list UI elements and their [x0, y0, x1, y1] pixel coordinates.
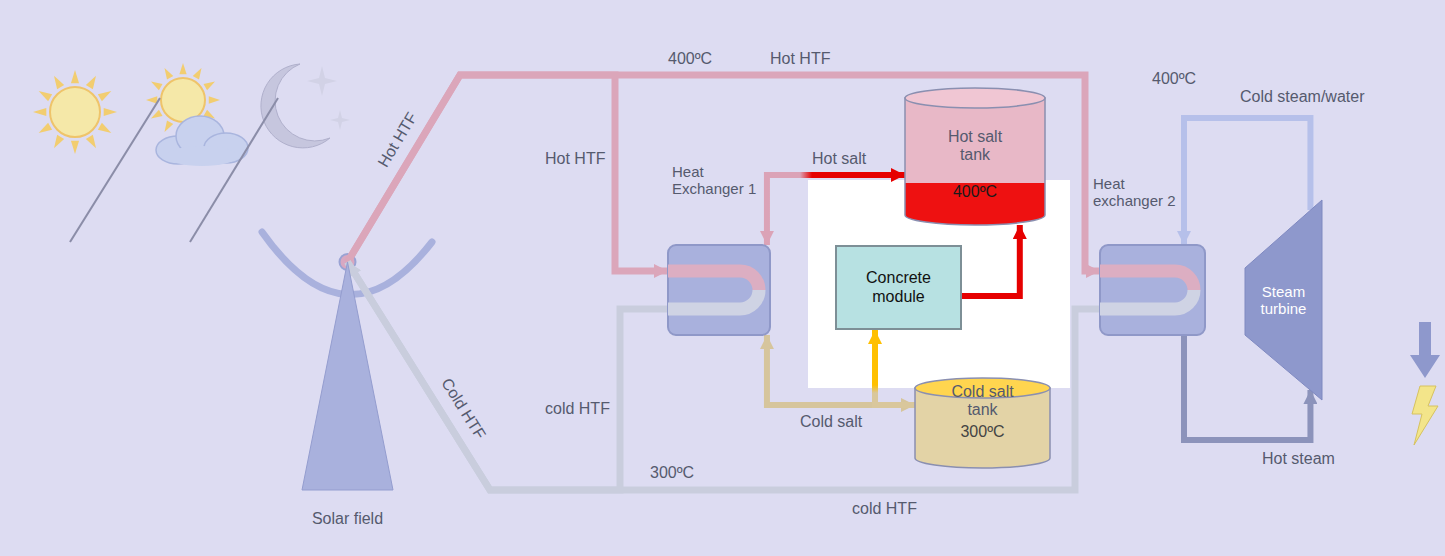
temperature-label: 400ºC [668, 50, 712, 68]
flow-label: Cold salt [800, 413, 862, 431]
sun-ray [33, 108, 46, 116]
flow-label-holder: cold HTF [852, 500, 917, 518]
label-holder: Hot HTF [398, 140, 458, 158]
cloud-icon [156, 116, 248, 166]
flow-label-holder: Hot HTF [770, 50, 830, 68]
node-label: Cold salt tank [949, 383, 1016, 420]
tank-top [905, 88, 1045, 108]
node-label: Heat exchanger 2 [1093, 175, 1179, 210]
flow-label: Hot HTF [770, 50, 830, 68]
flow-label: cold HTF [545, 400, 610, 418]
sun-ray [71, 141, 79, 154]
concrete-module: Concrete module [835, 245, 962, 330]
tank-body [905, 98, 1045, 225]
exchanger-body [668, 245, 770, 335]
sun-ray [209, 96, 220, 103]
flow-label: Hot HTF [375, 109, 422, 170]
heat-exchanger: Heat exchanger 2 [1100, 245, 1205, 335]
sun-ray [179, 63, 186, 74]
flow-label-holder: Cold steam/water [1240, 88, 1365, 106]
solar-field-tower-outline [300, 262, 395, 542]
pipe-connector [875, 330, 915, 405]
heat-exchanger-outline [668, 245, 770, 335]
lightning-bolt [1412, 386, 1438, 445]
temperature-label: 300ºC [650, 464, 694, 482]
steam-turbine: Steam turbine [1245, 200, 1322, 400]
label-holder: Cold HTF [463, 409, 531, 427]
pipe-connector [1184, 118, 1310, 245]
flow-label: Cold HTF [437, 375, 489, 443]
sun-ray [54, 76, 64, 90]
node-label: 400ºC [905, 183, 1045, 201]
sun-ray [165, 120, 174, 132]
hot-tube [668, 271, 759, 290]
node-label: 300ºC [915, 423, 1050, 441]
sun-ray [98, 123, 112, 133]
sun-ray [71, 70, 79, 83]
cold-tube [668, 290, 759, 309]
sun-ray [54, 135, 64, 149]
module-box [836, 246, 961, 329]
sun-ray [86, 76, 96, 90]
output-arrow [1410, 322, 1440, 378]
pipe-connector [348, 75, 669, 271]
exchanger-body [1100, 245, 1205, 335]
label-holder: 400ºC [1152, 70, 1196, 88]
heat-exchanger: Heat Exchanger 1 [668, 245, 770, 335]
sun-ray [39, 123, 53, 133]
sun-ray [104, 108, 117, 116]
flow-label: cold HTF [852, 500, 917, 518]
sun-ray [165, 68, 174, 80]
flow-label-holder: cold HTF [545, 400, 610, 418]
cold-salt-tank: Cold salt tank 300ºC [915, 378, 1050, 468]
pipe-connector [767, 335, 915, 405]
flow-label: Hot salt [812, 150, 866, 168]
node-label: Hot salt tank [940, 128, 1010, 165]
sun-ray [39, 91, 53, 101]
flow-label-holder: Hot HTF [545, 150, 605, 168]
sun-ray [151, 82, 163, 91]
star-icon [330, 110, 350, 130]
node-label: Solar field [300, 510, 395, 528]
temperature-label: 400ºC [1152, 70, 1196, 88]
turbine-shape [1245, 200, 1322, 400]
node-label: Heat Exchanger 1 [672, 163, 760, 198]
heat-exchanger-outline [1100, 245, 1205, 335]
label-holder: 300ºC [650, 464, 694, 482]
flow-label: Hot steam [1262, 450, 1335, 468]
sun-ray [193, 68, 202, 80]
flow-label-holder: Hot steam [1262, 450, 1335, 468]
flow-label: Hot HTF [545, 150, 605, 168]
node-label: Concrete module [843, 269, 954, 306]
pipe-connector [348, 262, 669, 490]
sun-ray [203, 82, 215, 91]
pipe-connector [348, 75, 1101, 271]
star-icon [307, 66, 337, 96]
solar-field-tower: Solar field [300, 262, 395, 542]
pipe-connector [767, 175, 905, 245]
flow-label-holder: Cold salt [800, 413, 862, 431]
sun-ray [98, 91, 112, 101]
sun-ray [86, 135, 96, 149]
node-label: Steam turbine [1247, 283, 1320, 318]
label-holder: 400ºC [668, 50, 712, 68]
tower-shape [302, 262, 393, 490]
flow-label: Cold steam/water [1240, 88, 1365, 106]
mirror-line [190, 98, 278, 242]
mirror-line [70, 98, 160, 242]
sun-icon [50, 87, 100, 137]
pipe-connector [962, 225, 1020, 296]
cold-tube [1100, 290, 1194, 309]
hot-tube [1100, 271, 1194, 290]
flow-label-holder: Hot salt [812, 150, 866, 168]
sun-ray [146, 96, 157, 103]
hot-salt-tank: Hot salt tank 400ºC [905, 88, 1045, 225]
